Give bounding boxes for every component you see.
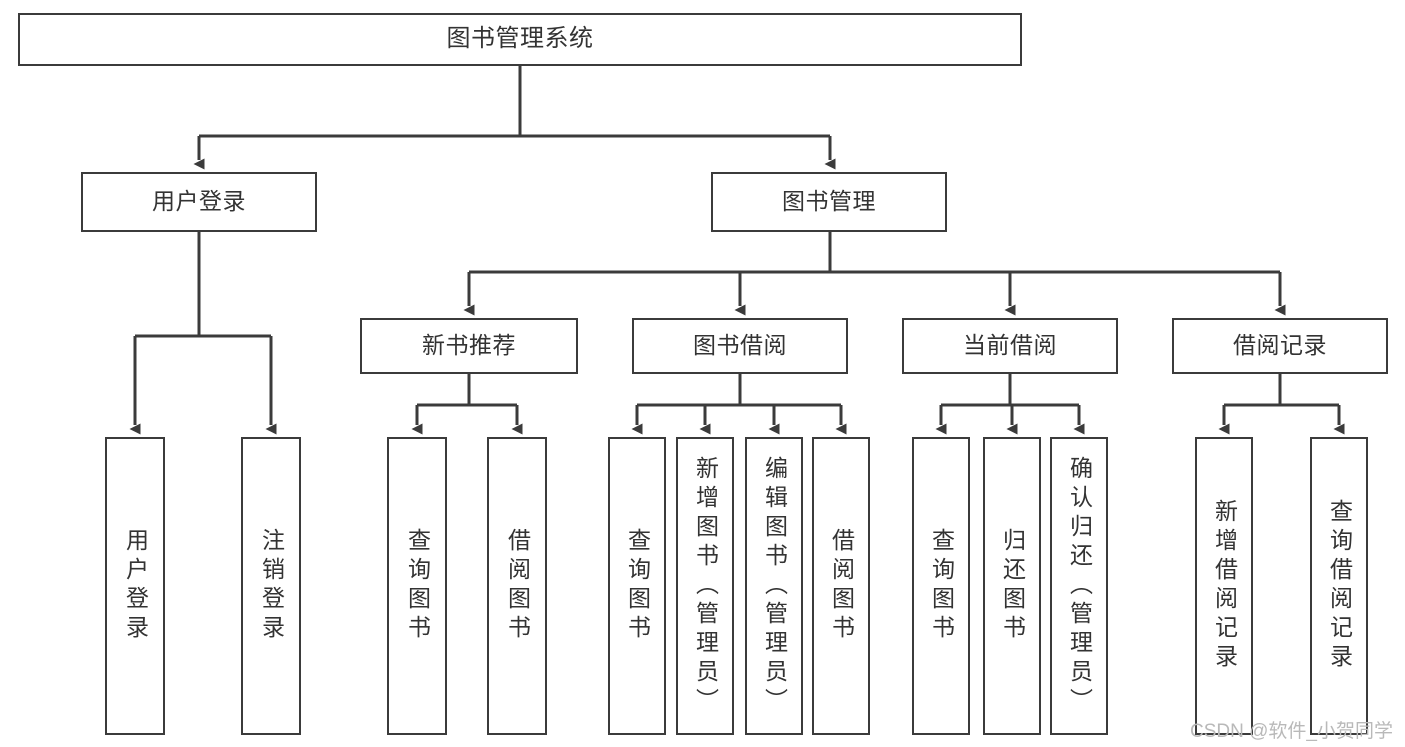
edge-group-root	[193, 66, 836, 170]
leaf-edit-book-admin[interactable]: 编辑图书（管理员）	[745, 437, 803, 735]
edge-group-new-book	[411, 374, 523, 435]
node-label: 查询图书	[624, 528, 651, 644]
leaf-logout-login[interactable]: 注销登录	[241, 437, 301, 735]
node-label: 当前借阅	[963, 332, 1057, 359]
node-label: 编辑图书（管理员）	[761, 455, 788, 717]
node-label: 用户登录	[152, 188, 246, 215]
node-label: 新书推荐	[422, 332, 516, 359]
edge-group-user-login	[129, 232, 277, 435]
leaf-return-book[interactable]: 归还图书	[983, 437, 1041, 735]
node-label: 图书借阅	[693, 332, 787, 359]
leaf-user-login[interactable]: 用户登录	[105, 437, 165, 735]
node-label: 新增图书（管理员）	[692, 455, 719, 717]
leaf-query-book-recommend[interactable]: 查询图书	[387, 437, 447, 735]
leaf-add-book-admin[interactable]: 新增图书（管理员）	[676, 437, 734, 735]
leaf-add-borrow-record[interactable]: 新增借阅记录	[1195, 437, 1253, 735]
node-current-borrow[interactable]: 当前借阅	[902, 318, 1118, 374]
leaf-confirm-return-admin[interactable]: 确认归还（管理员）	[1050, 437, 1108, 735]
leaf-query-book-current[interactable]: 查询图书	[912, 437, 970, 735]
node-borrow-record[interactable]: 借阅记录	[1172, 318, 1388, 374]
node-label: 查询图书	[928, 528, 955, 644]
node-root-system[interactable]: 图书管理系统	[18, 13, 1022, 66]
watermark-text: CSDN @软件_小贺同学	[1190, 721, 1393, 742]
edge-group-book-borrow	[631, 374, 847, 435]
node-new-book-recommend[interactable]: 新书推荐	[360, 318, 578, 374]
node-label: 注销登录	[258, 528, 285, 644]
leaf-borrow-book[interactable]: 借阅图书	[812, 437, 870, 735]
node-book-borrow[interactable]: 图书借阅	[632, 318, 848, 374]
node-label: 确认归还（管理员）	[1066, 455, 1093, 717]
leaf-query-borrow-record[interactable]: 查询借阅记录	[1310, 437, 1368, 735]
node-label: 查询借阅记录	[1326, 499, 1353, 673]
node-label: 图书管理系统	[446, 25, 594, 53]
edge-group-borrow-record	[1218, 374, 1345, 435]
node-book-management[interactable]: 图书管理	[711, 172, 947, 232]
node-label: 借阅图书	[828, 528, 855, 644]
node-label: 借阅图书	[504, 528, 531, 644]
node-label: 图书管理	[782, 188, 876, 215]
node-user-login[interactable]: 用户登录	[81, 172, 317, 232]
leaf-query-book-borrow[interactable]: 查询图书	[608, 437, 666, 735]
node-label: 新增借阅记录	[1211, 499, 1238, 673]
node-label: 用户登录	[122, 528, 149, 644]
node-label: 查询图书	[404, 528, 431, 644]
edge-group-book-management	[463, 232, 1286, 316]
node-label: 归还图书	[999, 528, 1026, 644]
leaf-borrow-book-recommend[interactable]: 借阅图书	[487, 437, 547, 735]
node-label: 借阅记录	[1233, 332, 1327, 359]
edge-group-current-borrow	[935, 374, 1085, 435]
